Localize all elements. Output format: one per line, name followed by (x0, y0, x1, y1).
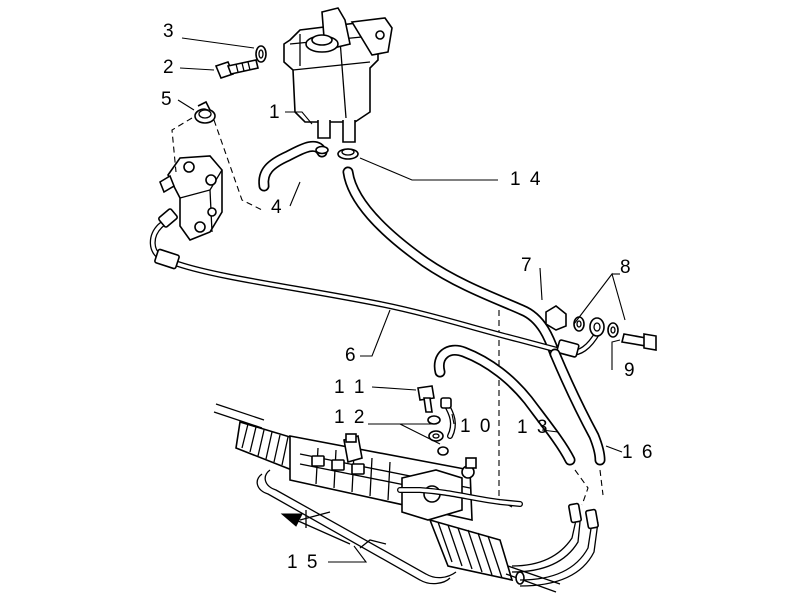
hose-4 (258, 140, 329, 192)
direction-arrow (280, 513, 351, 545)
callout-1: 1 (269, 102, 282, 123)
callout-4: 4 (271, 197, 284, 218)
callout-16: 1 6 (622, 442, 655, 463)
callout-12: 1 2 (334, 407, 367, 428)
callout-6: 6 (345, 345, 358, 366)
bracket-strip-15 (256, 469, 457, 585)
callout-8: 8 (620, 257, 633, 278)
pressure-pipe-6 (149, 208, 601, 358)
hose-13 (433, 344, 576, 466)
callout-11: 1 1 (334, 377, 367, 398)
callout-9: 9 (624, 360, 637, 381)
callout-5: 5 (161, 89, 174, 110)
callout-7: 7 (521, 255, 534, 276)
callout-3: 3 (163, 21, 176, 42)
callout-13: 1 3 (517, 417, 550, 438)
bolt-and-washer (214, 45, 267, 79)
pump-bracket (159, 155, 223, 241)
hose-clamp (194, 100, 216, 124)
rack-feed-lines (511, 502, 599, 587)
fluid-reservoir (283, 7, 393, 143)
hose-return (342, 166, 561, 360)
clamp-14 (337, 148, 359, 160)
hose-16 (549, 348, 606, 466)
leader-lines (177, 37, 626, 563)
steering-rack (213, 403, 561, 593)
banjo-parts (417, 385, 456, 456)
callout-14: 1 4 (510, 169, 543, 190)
callout-10: 1 0 (460, 416, 493, 437)
callout-15: 1 5 (287, 552, 320, 573)
callout-2: 2 (163, 57, 176, 78)
